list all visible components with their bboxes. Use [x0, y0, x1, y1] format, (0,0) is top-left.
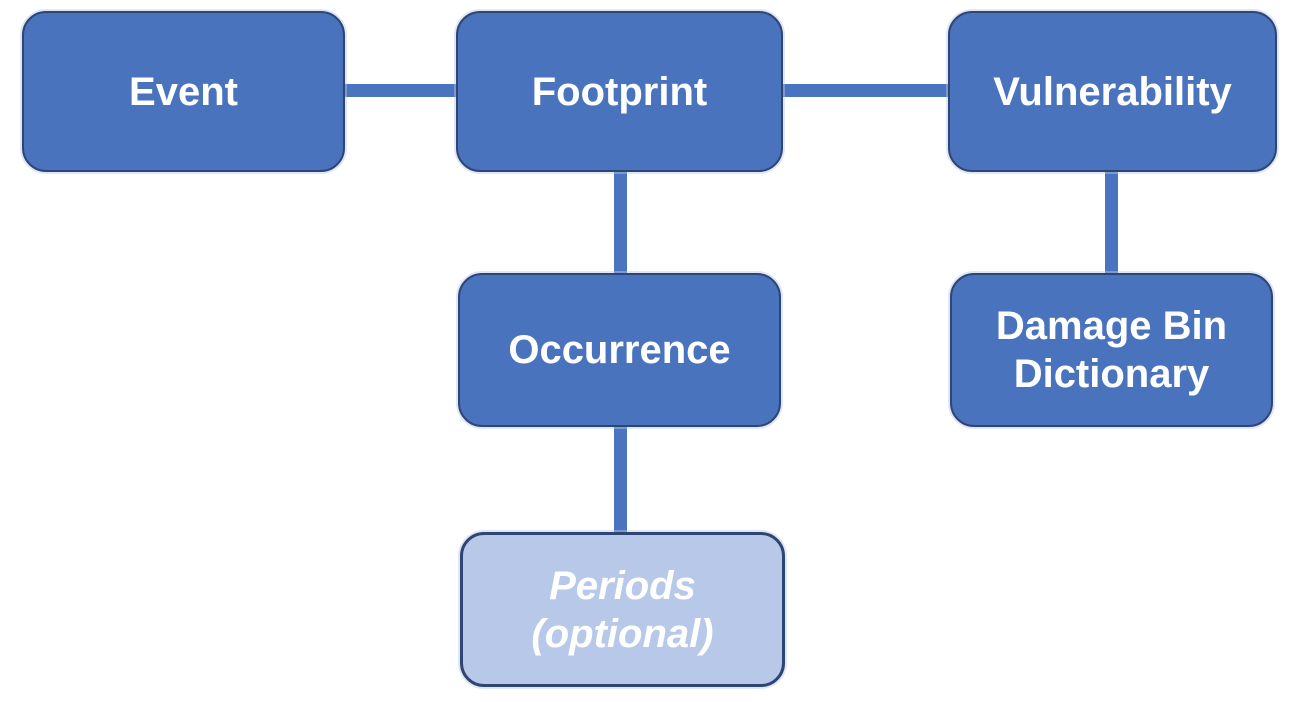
- node-event: Event: [22, 11, 345, 172]
- node-footprint: Footprint: [456, 11, 783, 172]
- connector-footprint-occurrence: [614, 172, 627, 273]
- node-damage-bin-dictionary: Damage Bin Dictionary: [950, 273, 1273, 427]
- node-periods-optional: Periods (optional): [460, 532, 785, 687]
- connector-occurrence-periods: [614, 427, 627, 532]
- node-vulnerability: Vulnerability: [948, 11, 1277, 172]
- connector-footprint-vulnerability: [783, 84, 948, 97]
- connector-vulnerability-damage-bin-dictionary: [1105, 172, 1118, 273]
- connector-event-footprint: [345, 84, 456, 97]
- node-occurrence: Occurrence: [458, 273, 781, 427]
